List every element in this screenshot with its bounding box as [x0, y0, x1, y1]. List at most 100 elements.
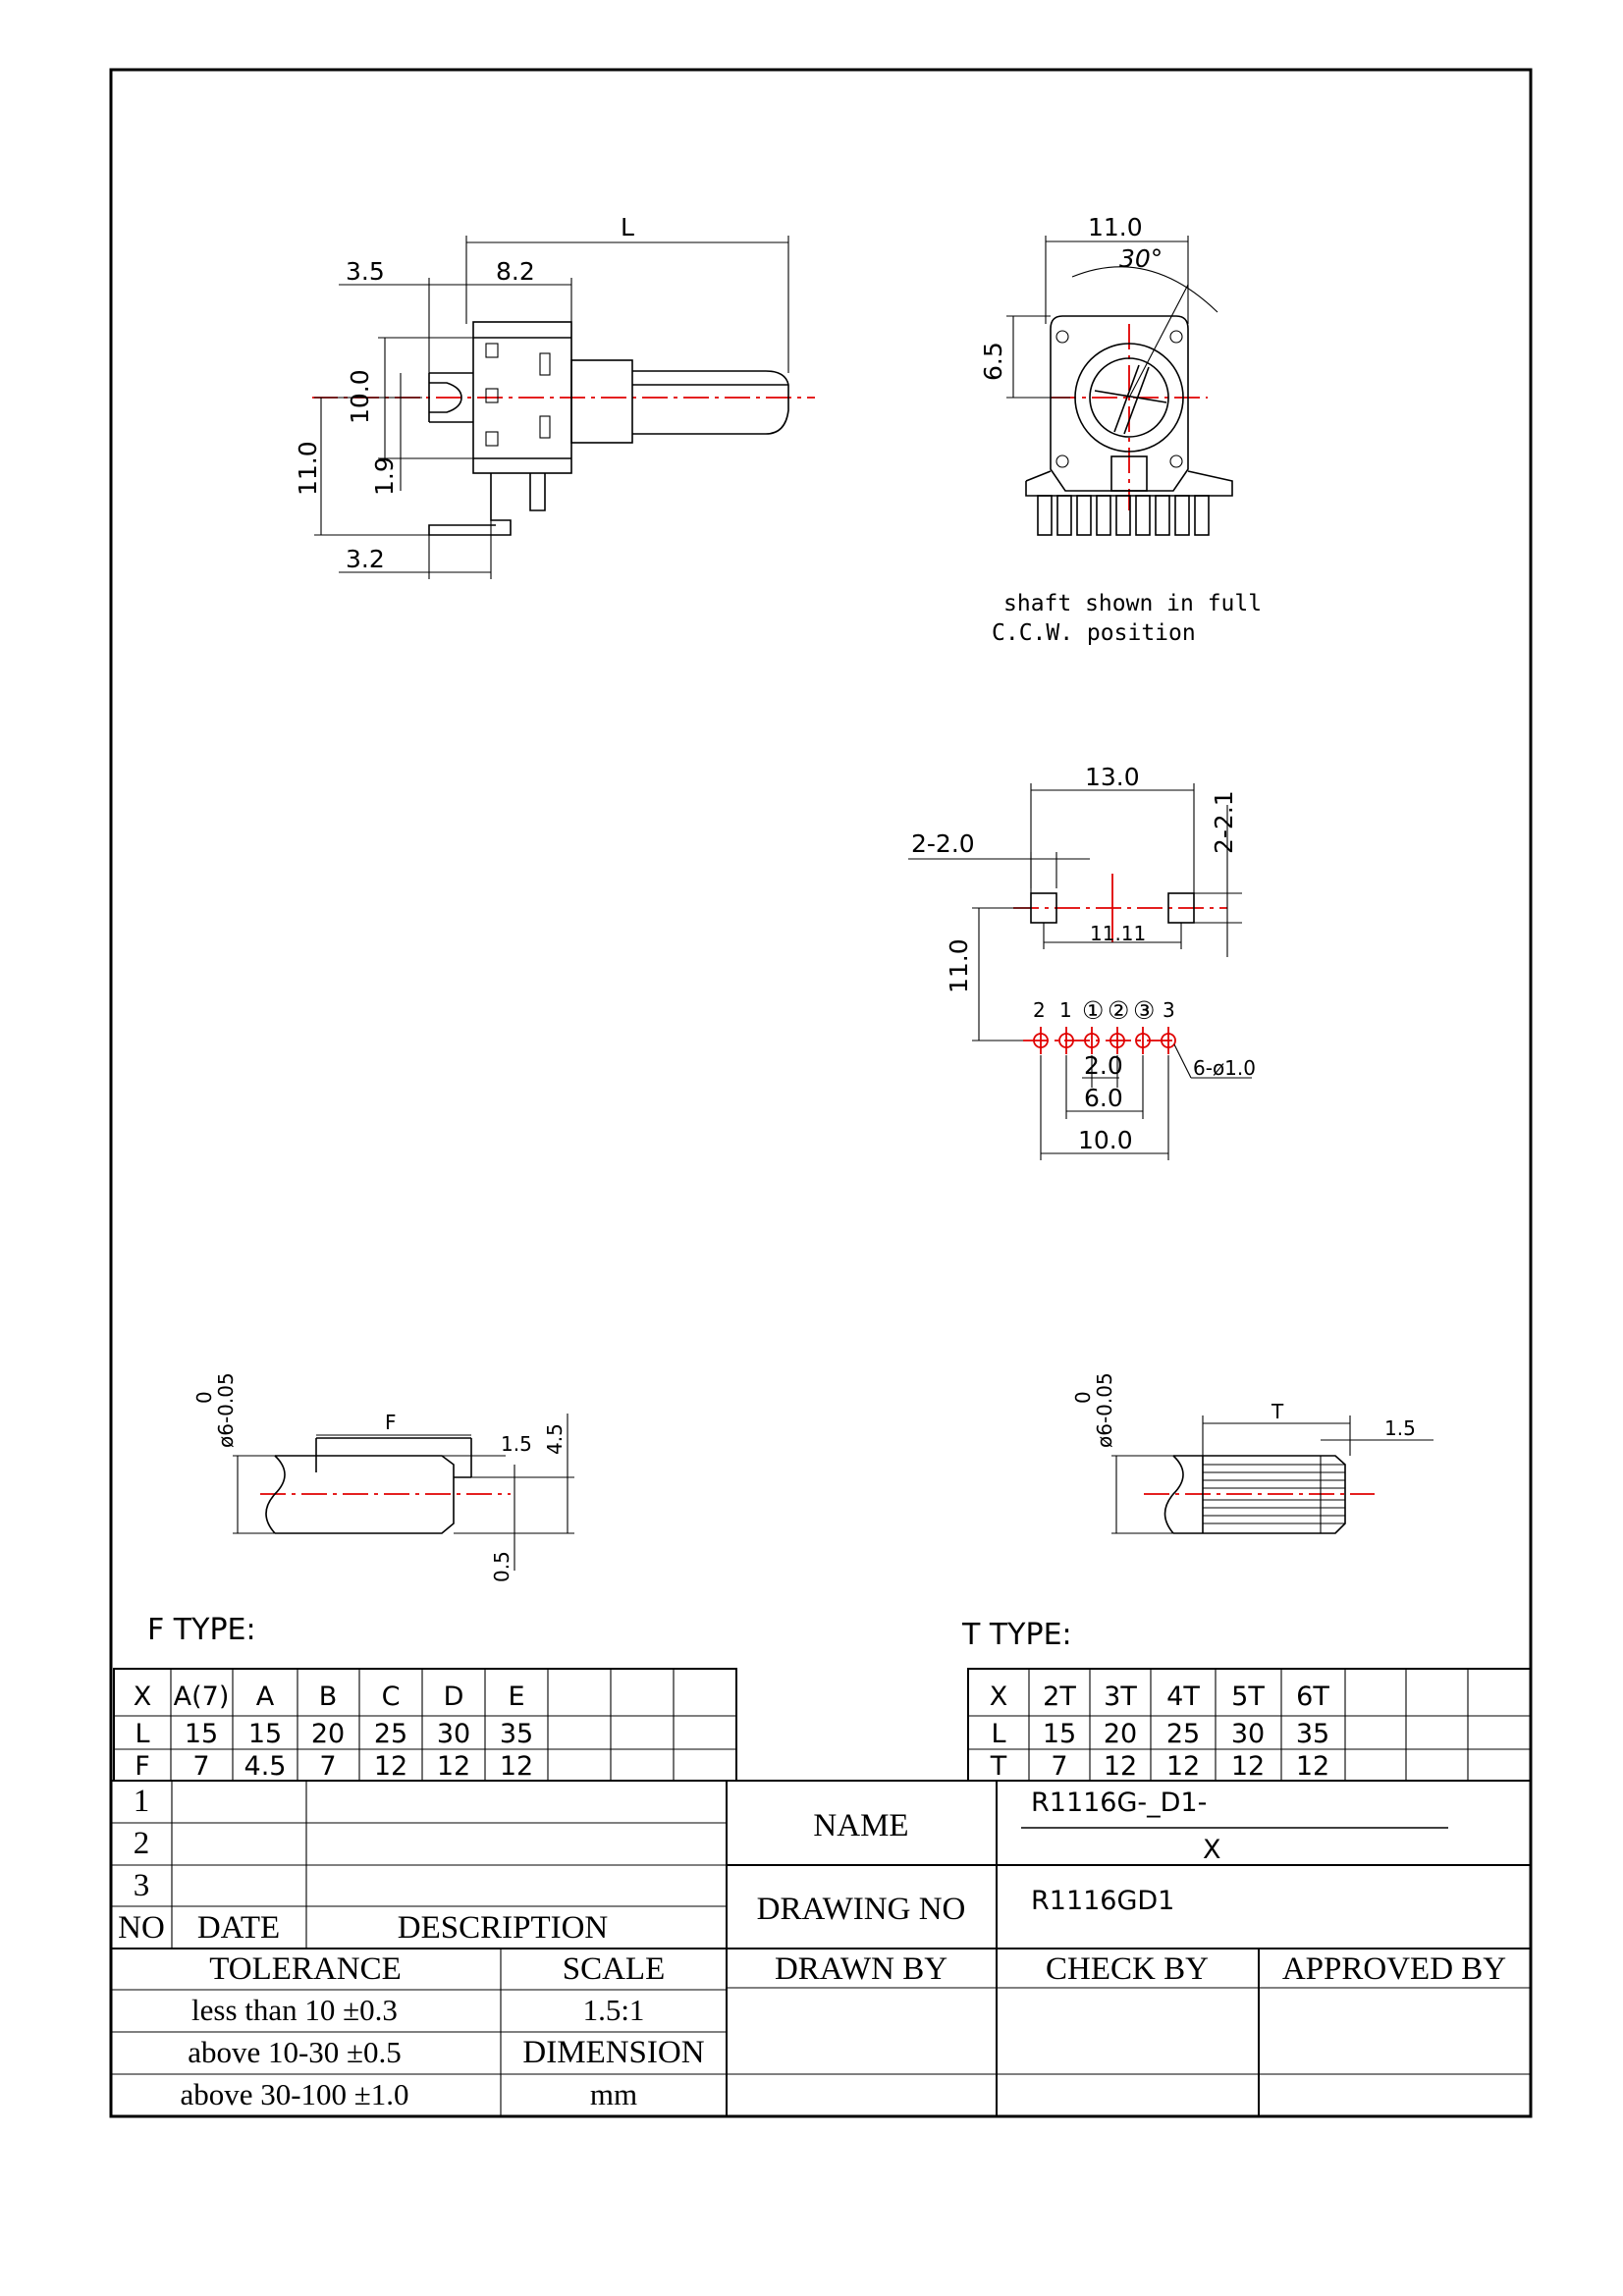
- dim-1-9: 1.9: [370, 456, 399, 496]
- t-cell: 12: [1231, 1751, 1265, 1782]
- front-shaft-inner: [1089, 357, 1169, 438]
- dimension-value: mm: [590, 2077, 637, 2111]
- revision-no: 3: [134, 1868, 150, 1903]
- dim-4-5: 4.5: [543, 1423, 567, 1455]
- angle-arc: [1071, 266, 1218, 313]
- dim-T: T: [1271, 1400, 1284, 1423]
- terminal: [1037, 495, 1053, 536]
- tolerance-row: less than 10 ±0.3: [191, 1993, 398, 2027]
- date-label: DATE: [197, 1910, 280, 1946]
- pin-label: ③: [1133, 996, 1155, 1025]
- scale-value: 1.5:1: [583, 1993, 645, 2027]
- drawing-frame: [109, 68, 1533, 2118]
- f-cell: B: [319, 1682, 338, 1712]
- hole-callout: 6-ø1.0: [1193, 1056, 1256, 1080]
- f-cell: A: [256, 1682, 275, 1712]
- dim-fp-6-0: 6.0: [1084, 1084, 1123, 1112]
- approved-by-label: APPROVED BY: [1282, 1951, 1506, 1987]
- dim-2-2-1: 2-2.1: [1210, 790, 1238, 854]
- f-type-table: F TYPE: X A(7) A B C D E L 15 15 20 25 3…: [113, 1613, 737, 1782]
- dim-L: L: [621, 213, 634, 241]
- t-cell: 25: [1166, 1719, 1200, 1749]
- f-cell: 30: [437, 1719, 470, 1749]
- dim-11-11: 11.11: [1090, 922, 1146, 945]
- f-cell: F: [135, 1751, 150, 1782]
- scale-label: SCALE: [563, 1951, 666, 1987]
- name-value-line2: X: [1203, 1835, 1221, 1865]
- dim-6-5: 6.5: [979, 342, 1007, 381]
- f-cell: 12: [500, 1751, 533, 1782]
- dim-fp-11-0: 11.0: [945, 938, 973, 993]
- name-label: NAME: [813, 1808, 908, 1843]
- t-type-title: T TYPE:: [961, 1618, 1072, 1652]
- f-cell: 15: [248, 1719, 282, 1749]
- f-cell: D: [444, 1682, 464, 1712]
- revision-no: 2: [134, 1826, 150, 1861]
- t-cell: 4T: [1166, 1682, 1200, 1712]
- title-block: 1 2 3 NO DATE DESCRIPTION TOLERANCE SCAL…: [111, 1780, 1531, 2116]
- f-cell: 12: [374, 1751, 407, 1782]
- pin-label: 3: [1163, 998, 1175, 1022]
- t-cell: 3T: [1104, 1682, 1137, 1712]
- f-cell: L: [135, 1719, 149, 1749]
- note-line-2: C.C.W. position: [992, 620, 1196, 646]
- dim-30deg: 30°: [1119, 244, 1163, 273]
- f-tol-dia: ø6-0.05: [214, 1372, 238, 1448]
- drawing-no-value: R1116GD1: [1031, 1886, 1174, 1916]
- t-cell: 12: [1296, 1751, 1329, 1782]
- f-cell: 35: [500, 1719, 533, 1749]
- t-type-table: T TYPE: X 2T 3T 4T 5T 6T L 15 20 25 30 3…: [961, 1618, 1532, 1782]
- drawing-no-label: DRAWING NO: [757, 1892, 966, 1927]
- f-cell: 15: [185, 1719, 218, 1749]
- drawn-by-label: DRAWN BY: [775, 1951, 947, 1987]
- f-tol-upper: 0: [192, 1391, 216, 1404]
- f-cell: 25: [374, 1719, 407, 1749]
- f-cell: 20: [311, 1719, 345, 1749]
- f-shaft-body: [275, 1455, 455, 1534]
- side-leg: [428, 473, 512, 536]
- side-detent: [429, 382, 462, 413]
- t-shaft-body: [1173, 1455, 1346, 1534]
- pin-label: ①: [1082, 996, 1104, 1025]
- dim-f-1-5: 1.5: [501, 1432, 532, 1456]
- dim-11-0: 11.0: [294, 441, 322, 496]
- dim-3-2: 3.2: [346, 545, 385, 573]
- side-view: L 8.2 3.5 10.0 1.9 11.0 3.2: [294, 213, 815, 579]
- revision-no: 1: [134, 1784, 150, 1819]
- f-shaft-detail: 0 ø6-0.05 F 1.5 4.5 0.5: [192, 1372, 574, 1582]
- pin-label: 1: [1059, 998, 1072, 1022]
- t-cell: 15: [1043, 1719, 1076, 1749]
- t-tol-dia: ø6-0.05: [1093, 1372, 1116, 1448]
- pin-label: ②: [1108, 996, 1129, 1025]
- t-cell: 12: [1166, 1751, 1200, 1782]
- pin-label: 2: [1033, 998, 1046, 1022]
- side-shaft: [632, 370, 789, 435]
- tolerance-row: above 10-30 ±0.5: [188, 2035, 402, 2069]
- t-cell: 2T: [1043, 1682, 1076, 1712]
- t-cell: 20: [1104, 1719, 1137, 1749]
- t-cell: 5T: [1231, 1682, 1265, 1712]
- f-cell: 7: [192, 1751, 209, 1782]
- f-cell: 4.5: [244, 1751, 287, 1782]
- f-cell: 12: [437, 1751, 470, 1782]
- t-cell: L: [991, 1719, 1005, 1749]
- dim-fp-2-0: 2.0: [1084, 1051, 1123, 1080]
- front-shaft-outer: [1074, 343, 1184, 453]
- dimension-label: DIMENSION: [522, 2035, 704, 2070]
- t-cell: 35: [1296, 1719, 1329, 1749]
- t-cell: 12: [1104, 1751, 1137, 1782]
- t-cell: 30: [1231, 1719, 1265, 1749]
- front-base: [1025, 470, 1233, 497]
- t-cell: 6T: [1296, 1682, 1329, 1712]
- dim-0-5: 0.5: [490, 1551, 514, 1582]
- tolerance-row: above 30-100 ±1.0: [180, 2077, 408, 2111]
- dim-front-11-0: 11.0: [1088, 213, 1143, 241]
- dim-10-0: 10.0: [346, 369, 374, 424]
- note-line-1: shaft shown in full: [1003, 591, 1262, 616]
- f-type-title: F TYPE:: [147, 1613, 256, 1647]
- no-label: NO: [118, 1910, 165, 1946]
- dim-13-0: 13.0: [1085, 763, 1140, 791]
- dim-2-2-0: 2-2.0: [911, 829, 975, 858]
- f-cell: X: [134, 1682, 152, 1712]
